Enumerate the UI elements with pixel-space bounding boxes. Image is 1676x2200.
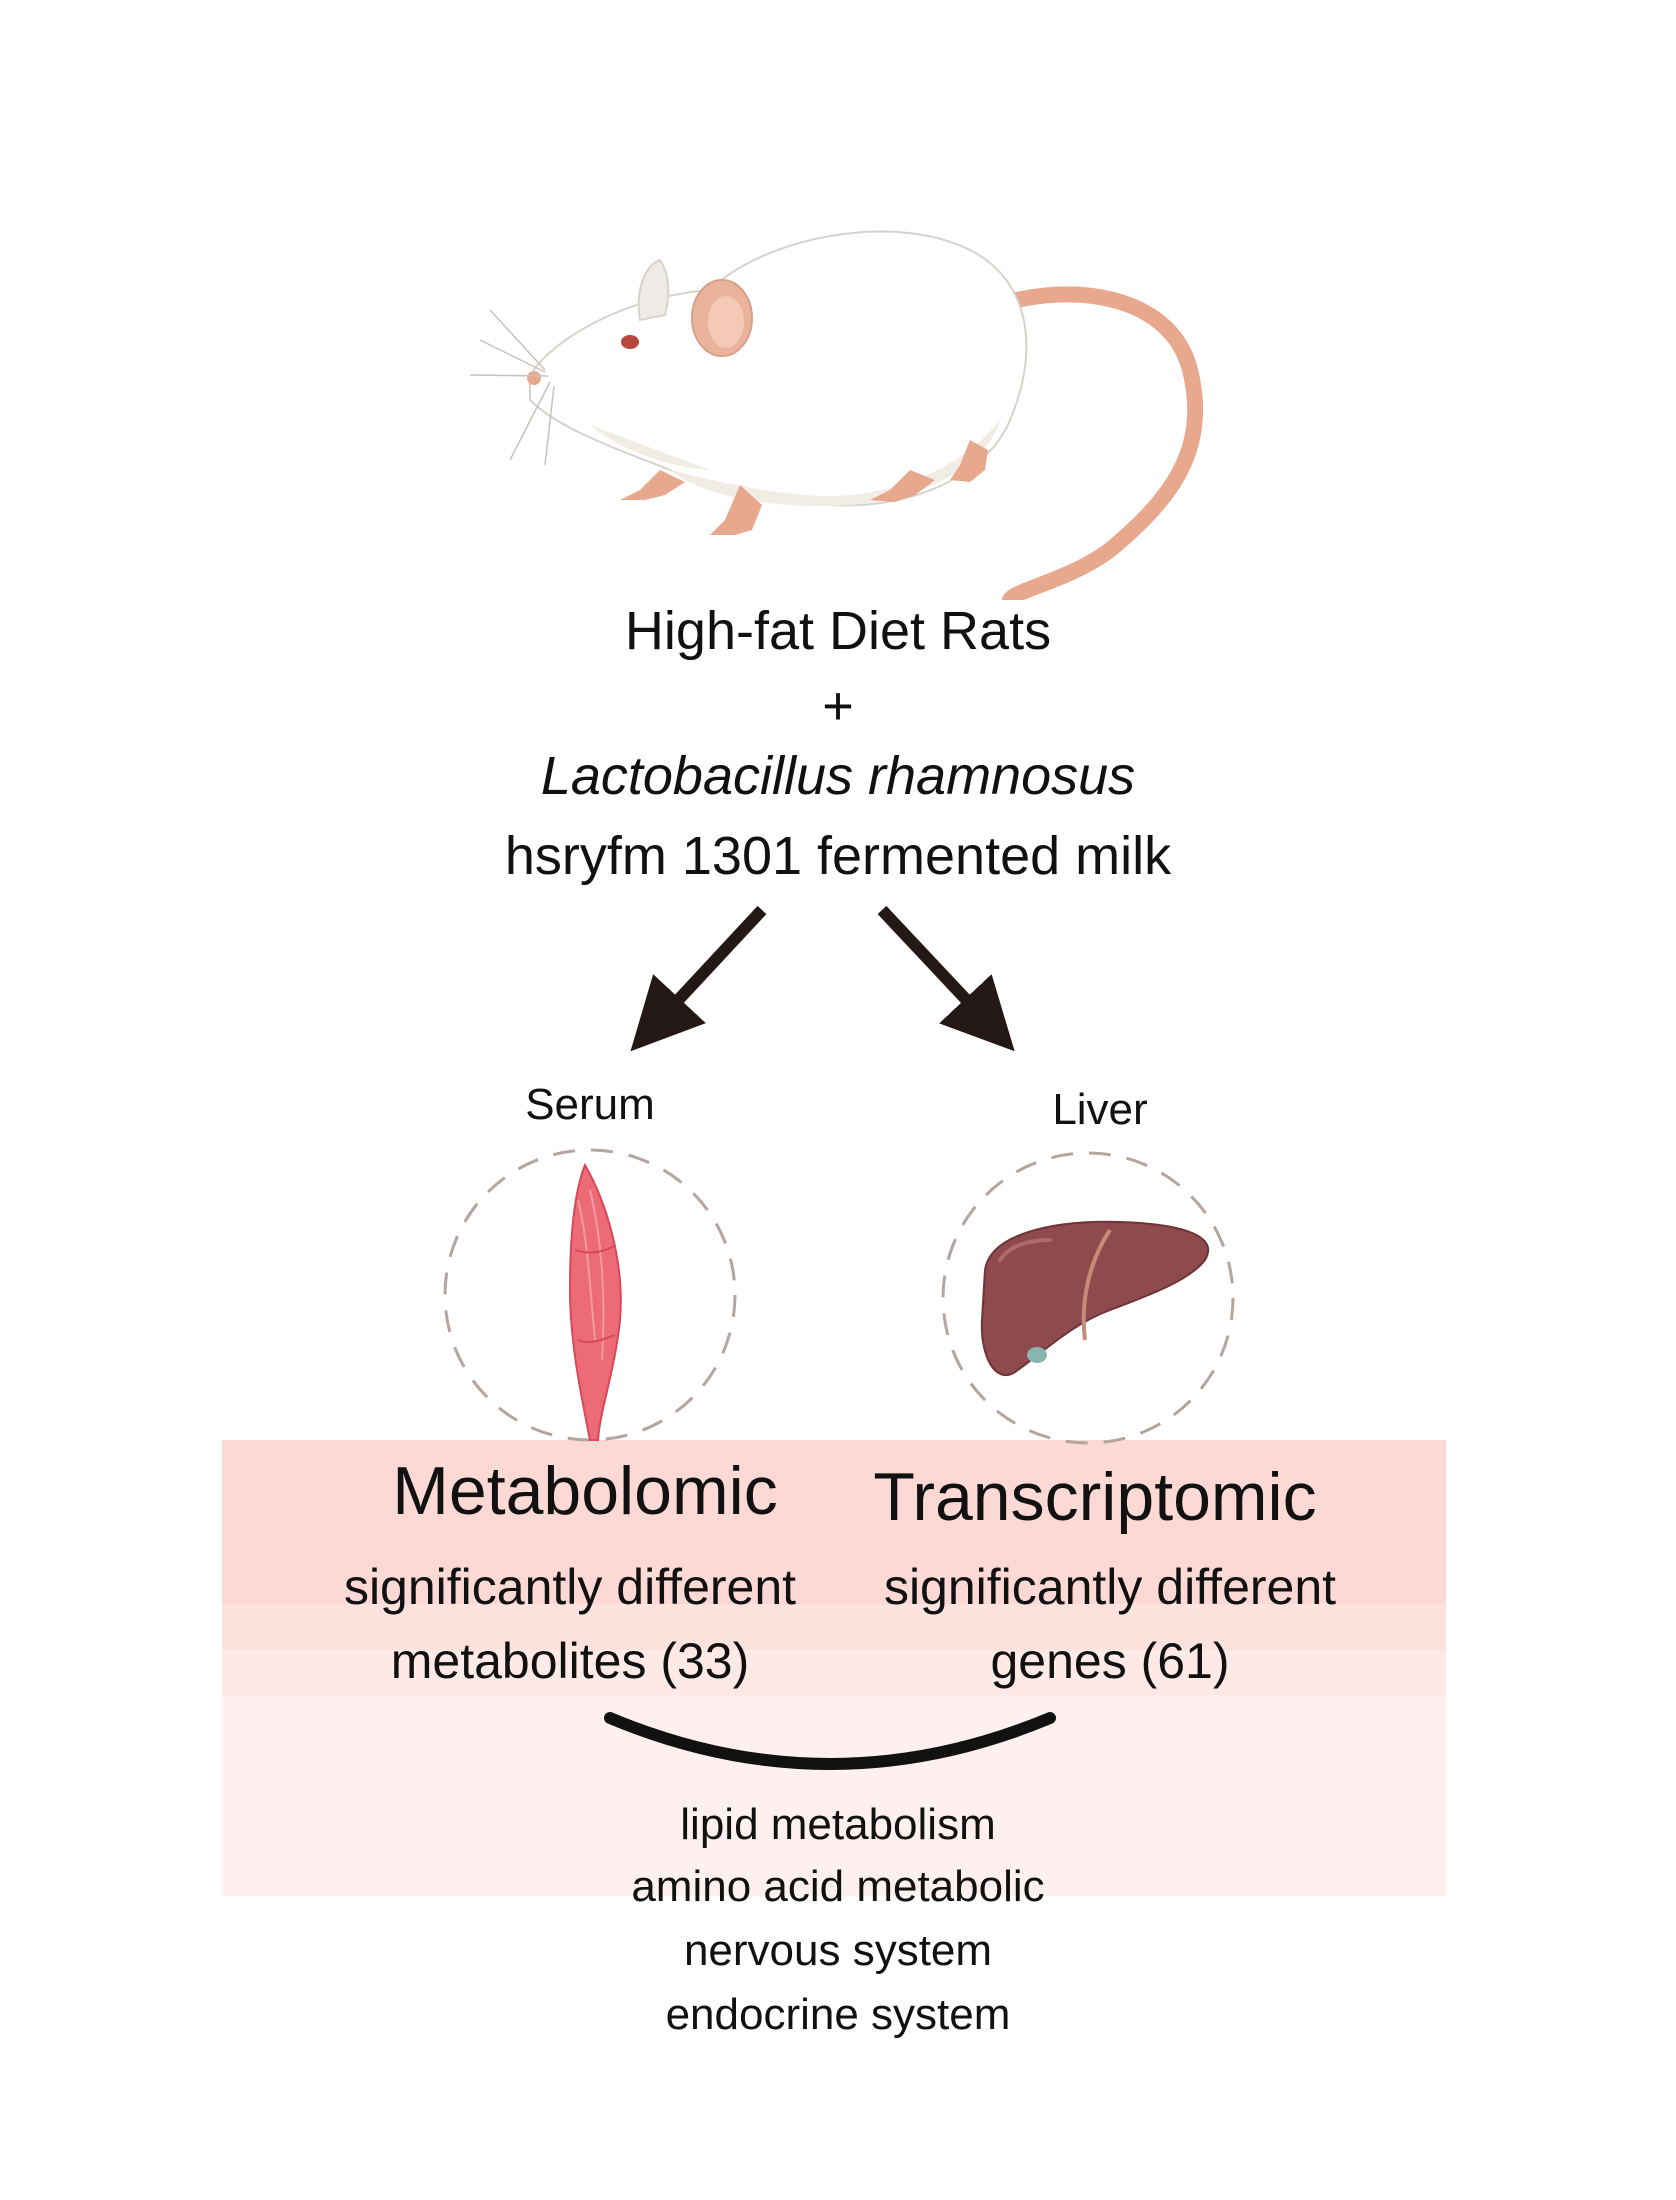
arrow-icon bbox=[630, 905, 1015, 1052]
transcriptomic-heading: Transcriptomic bbox=[873, 1459, 1317, 1535]
muscle-icon bbox=[568, 1162, 622, 1441]
arrow-left bbox=[630, 905, 767, 1052]
connector-arc bbox=[604, 1712, 1056, 1770]
serum-label: Serum bbox=[525, 1080, 655, 1129]
metabolomic-result-line2: metabolites (33) bbox=[390, 1633, 750, 1689]
metabolomic-heading: Metabolomic bbox=[392, 1453, 778, 1529]
organ-illustrations bbox=[443, 1148, 1235, 1445]
liver-icon bbox=[980, 1220, 1210, 1376]
transcriptomic-result-line2: genes (61) bbox=[990, 1633, 1230, 1689]
pathway-item: endocrine system bbox=[665, 1990, 1011, 2039]
pathway-item: nervous system bbox=[683, 1926, 993, 1975]
arrow-right bbox=[877, 905, 1015, 1052]
pathway-item: amino acid metabolic bbox=[631, 1862, 1045, 1911]
omics-band bbox=[222, 1440, 1446, 1896]
plus-sign: + bbox=[822, 676, 854, 736]
pathway-item: lipid metabolism bbox=[680, 1800, 996, 1849]
strain-name: hsryfm 1301 fermented milk bbox=[504, 826, 1172, 886]
rat-icon bbox=[470, 230, 1204, 600]
transcriptomic-result-line1: significantly different bbox=[883, 1559, 1337, 1615]
condition-label: High-fat Diet Rats bbox=[624, 601, 1052, 661]
metabolomic-result-line1: significantly different bbox=[343, 1559, 797, 1615]
liver-label: Liver bbox=[1052, 1085, 1148, 1134]
species-name: Lactobacillus rhamnosus bbox=[540, 746, 1136, 806]
